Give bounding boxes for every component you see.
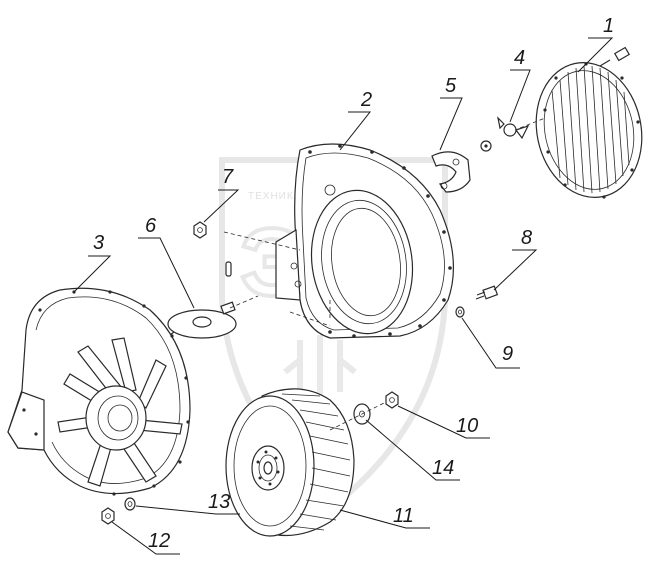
callout-11: 11 bbox=[393, 505, 414, 527]
wheat-icon bbox=[283, 335, 357, 395]
part-13-washer bbox=[124, 497, 136, 511]
part-1-grille bbox=[535, 62, 643, 199]
part-3-cover bbox=[7, 287, 191, 496]
part-10-nut bbox=[329, 391, 399, 431]
callout-4: 4 bbox=[514, 47, 525, 69]
part-5-bracket bbox=[431, 151, 471, 193]
part-4-wing-nut bbox=[480, 116, 546, 152]
callout-9: 9 bbox=[502, 343, 513, 365]
part-2-housing bbox=[223, 143, 455, 339]
callout-3: 3 bbox=[93, 232, 104, 254]
callout-1: 1 bbox=[603, 15, 614, 37]
part-7-nut bbox=[193, 221, 207, 239]
callout-5: 5 bbox=[445, 75, 457, 97]
grille-screw bbox=[599, 46, 631, 67]
part-12-nut bbox=[101, 507, 115, 525]
callout-7: 7 bbox=[222, 166, 234, 188]
callout-labels: 1 2 3 4 5 6 7 8 9 10 11 12 13 14 bbox=[93, 15, 614, 552]
callout-13: 13 bbox=[208, 491, 230, 513]
part-9-washer bbox=[455, 306, 465, 318]
callout-12: 12 bbox=[148, 530, 170, 552]
callout-14: 14 bbox=[432, 457, 454, 479]
callout-10: 10 bbox=[456, 415, 478, 437]
callout-8: 8 bbox=[521, 227, 532, 249]
leader-lines bbox=[73, 37, 614, 555]
part-6-plate bbox=[165, 295, 259, 339]
callout-6: 6 bbox=[145, 215, 157, 237]
part-11-fan-wheel bbox=[225, 388, 355, 537]
callout-2: 2 bbox=[360, 89, 372, 111]
part-8-bolt bbox=[475, 285, 499, 300]
pin bbox=[225, 261, 232, 277]
